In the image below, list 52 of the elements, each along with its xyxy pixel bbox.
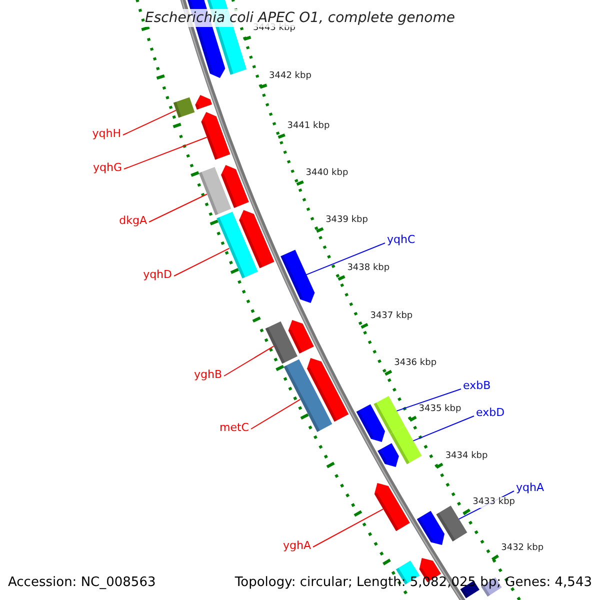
tick-label: 3439 kbp [326,215,368,226]
tick-label: 3438 kbp [347,263,390,274]
gene-label: yqhH [92,127,121,141]
gene-block [195,95,212,110]
accession-text: Accession: NC_008563 [8,574,156,591]
gene-block [221,165,249,208]
gene-block [265,321,298,364]
leader-line [396,388,462,412]
gene-label: yqhC [387,233,416,247]
gene-label: yghA [283,539,311,553]
gene-block [198,167,232,216]
leader-line [312,508,384,548]
gene-block [436,506,468,542]
gene-label: dkgA [119,214,147,228]
tick-label: 3440 kbp [306,168,348,179]
gene-label: yqhA [516,481,544,495]
gene-block [284,359,332,432]
gene-block [481,577,502,597]
gene-block [374,483,410,532]
gene-label: exbB [463,379,491,393]
tick-label: 3434 kbp [445,451,488,462]
leader-line [224,346,274,376]
gene-block [201,112,230,160]
gene-block [280,250,315,303]
gene-block [307,358,349,422]
tick-label: 3432 kbp [501,543,544,554]
gene-block [239,210,274,268]
leader-line [148,194,208,222]
gene-label: exbD [476,406,505,420]
tick-label: 3437 kbp [370,311,413,322]
gene-block [390,426,422,464]
tick-label: 3441 kbp [287,121,330,132]
gene-block [374,396,405,434]
gene-block [216,212,258,278]
gene-block [173,97,195,118]
tick-label: 3436 kbp [394,358,437,369]
leader-line [122,110,176,136]
leader-line [306,242,386,276]
gene-label: yqhD [143,268,172,282]
leader-line [124,136,208,170]
tick-label: 3435 kbp [418,404,462,415]
tick-label: 3442 kbp [269,71,312,82]
gene-block [356,404,385,442]
gene-block [416,510,444,545]
gene-label: yqhG [93,161,122,175]
gene-block [378,443,399,467]
leader-line [412,416,474,442]
leader-line [250,398,301,430]
tick-label: 3433 kbp [472,497,515,508]
gene-block [288,320,314,354]
gene-label: metC [220,421,249,435]
gene-label: yghB [194,368,222,382]
